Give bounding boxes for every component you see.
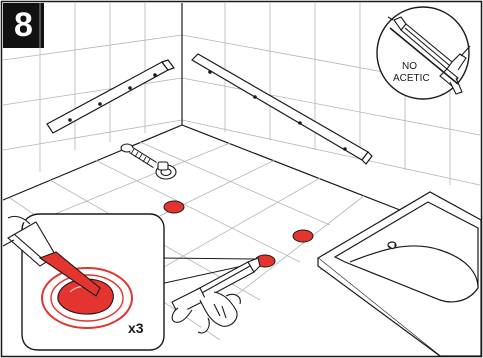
hand-with-caulk-gun [172, 258, 260, 333]
support-rail-left [47, 60, 174, 133]
warning-text-line2: ACETIC [393, 73, 430, 84]
drain-hose [121, 144, 176, 179]
room-corner [3, 3, 400, 210]
warning-text-line1: NO [402, 61, 417, 72]
bathtub [318, 192, 481, 356]
adhesive-dot [164, 201, 184, 213]
acetic-warning-badge: NO ACETIC [377, 7, 470, 99]
adhesive-dot [293, 230, 313, 242]
zoom-callout: x3 [3, 214, 164, 350]
multiplier-label: x3 [128, 320, 144, 336]
